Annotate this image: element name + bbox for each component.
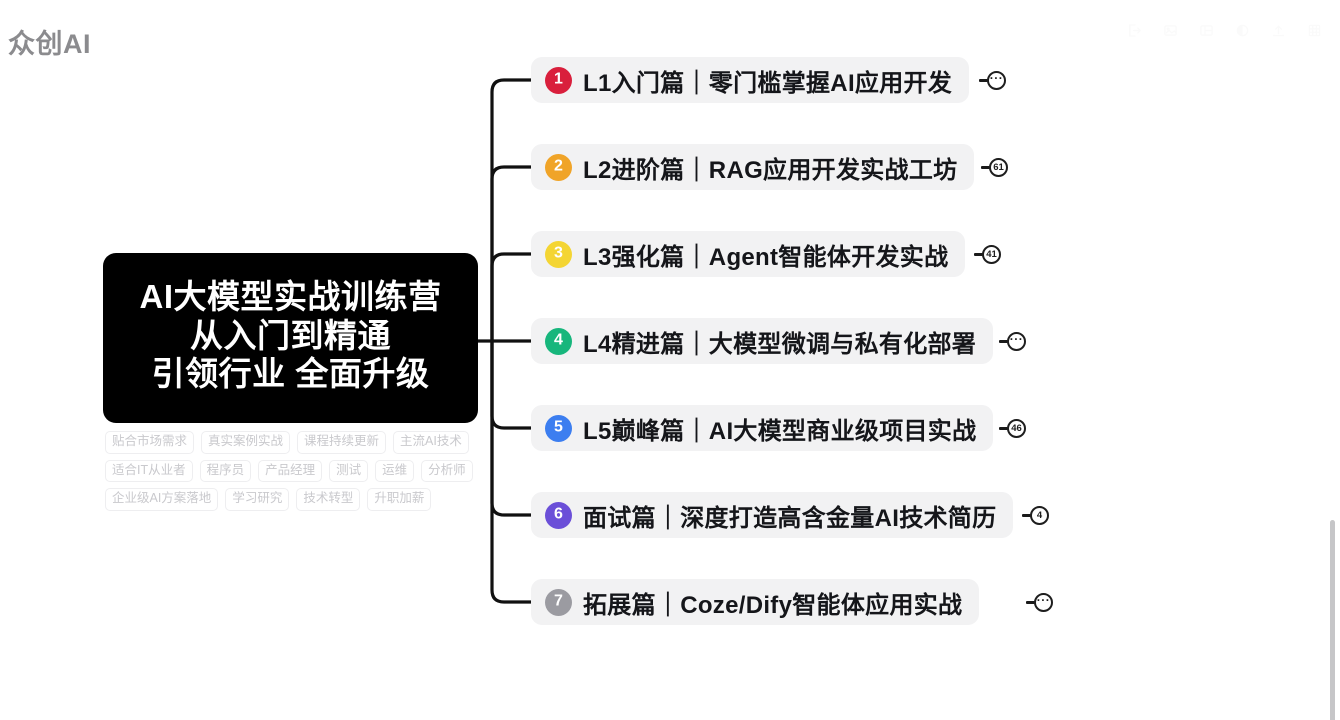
branch-node-7[interactable]: 7 拓展篇｜Coze/Dify智能体应用实战 bbox=[531, 579, 980, 625]
children-count-badge-3[interactable]: 41 bbox=[982, 245, 1001, 264]
branch-label-1: L1入门篇｜零门槛掌握AI应用开发 bbox=[583, 69, 953, 97]
children-count-badge-6[interactable]: 4 bbox=[1030, 506, 1049, 525]
brand-logo: 众创AI bbox=[8, 29, 91, 59]
image-icon[interactable] bbox=[1158, 18, 1182, 42]
collapse-toggle-4[interactable]: ··· bbox=[999, 332, 1026, 351]
branch-label-3: L3强化篇｜Agent智能体开发实战 bbox=[583, 243, 949, 271]
children-count-badge-7[interactable]: ··· bbox=[1034, 593, 1053, 612]
connector-stub bbox=[1026, 601, 1035, 604]
tag-item[interactable]: 程序员 bbox=[199, 459, 252, 483]
tag-item[interactable]: 产品经理 bbox=[258, 459, 323, 483]
branch-label-5: L5巅峰篇｜AI大模型商业级项目实战 bbox=[583, 417, 977, 445]
children-count-badge-5[interactable]: 46 bbox=[1007, 419, 1026, 438]
tag-item[interactable]: 运维 bbox=[375, 459, 415, 483]
branch-node-4[interactable]: 4 L4精进篇｜大模型微调与私有化部署 bbox=[531, 318, 994, 364]
branch-node-2[interactable]: 2 L2进阶篇｜RAG应用开发实战工坊 bbox=[531, 144, 975, 190]
children-count-badge-2[interactable]: 61 bbox=[989, 158, 1008, 177]
tag-item[interactable]: 技术转型 bbox=[296, 488, 361, 511]
tag-row: 企业级AI方案落地 学习研究 技术转型 升职加薪 bbox=[105, 488, 487, 511]
tag-item[interactable]: 贴合市场需求 bbox=[105, 431, 195, 454]
vertical-scrollbar-track[interactable] bbox=[1330, 255, 1338, 720]
children-count-badge-1[interactable]: ··· bbox=[987, 71, 1006, 90]
branch-label-7: 拓展篇｜Coze/Dify智能体应用实战 bbox=[583, 591, 963, 619]
collapse-toggle-2[interactable]: 61 bbox=[981, 158, 1008, 177]
tag-item[interactable]: 真实案例实战 bbox=[201, 431, 291, 454]
branch-badge-3: 3 bbox=[545, 240, 572, 268]
share-icon[interactable] bbox=[1266, 18, 1290, 42]
tag-item[interactable]: 适合IT从业者 bbox=[105, 459, 193, 483]
branch-badge-1: 1 bbox=[545, 66, 572, 94]
branch-node-1[interactable]: 1 L1入门篇｜零门槛掌握AI应用开发 bbox=[531, 57, 970, 103]
branch-badge-7: 7 bbox=[545, 588, 572, 616]
tag-item[interactable]: 升职加薪 bbox=[367, 488, 432, 511]
collapse-toggle-5[interactable]: 46 bbox=[999, 419, 1026, 438]
root-title-line-1: AI大模型实战训练营 bbox=[139, 278, 442, 316]
branch-badge-6: 6 bbox=[545, 501, 572, 529]
branch-label-4: L4精进篇｜大模型微调与私有化部署 bbox=[583, 330, 977, 358]
branch-label-2: L2进阶篇｜RAG应用开发实战工坊 bbox=[583, 156, 958, 184]
grid-icon[interactable] bbox=[1302, 18, 1326, 42]
connector-stub bbox=[974, 253, 983, 256]
connector-stub bbox=[1022, 514, 1031, 517]
tag-item[interactable]: 分析师 bbox=[421, 459, 473, 483]
tag-item[interactable]: 课程持续更新 bbox=[297, 431, 387, 454]
branch-badge-5: 5 bbox=[545, 414, 572, 442]
vertical-scrollbar-thumb[interactable] bbox=[1330, 520, 1335, 720]
top-bar: 众创AI bbox=[0, 0, 1340, 64]
branch-node-5[interactable]: 5 L5巅峰篇｜AI大模型商业级项目实战 bbox=[531, 405, 994, 451]
connector-stub bbox=[999, 340, 1008, 343]
connector-stub bbox=[979, 79, 988, 82]
connector-stub bbox=[981, 166, 990, 169]
root-node[interactable]: AI大模型实战训练营 从入门到精通 引领行业 全面升级 贴合市场需求 真实案例实… bbox=[103, 253, 478, 517]
collapse-toggle-3[interactable]: 41 bbox=[974, 245, 1001, 264]
tag-row: 贴合市场需求 真实案例实战 课程持续更新 主流AI技术 bbox=[105, 431, 487, 454]
collapse-toggle-7[interactable]: ··· bbox=[1026, 593, 1053, 612]
collapse-toggle-1[interactable]: ··· bbox=[979, 71, 1006, 90]
tag-item[interactable]: 测试 bbox=[329, 459, 369, 483]
tag-row: 适合IT从业者 程序员 产品经理 测试 运维 分析师 bbox=[105, 459, 487, 483]
branch-node-6[interactable]: 6 面试篇｜深度打造高含金量AI技术简历 bbox=[531, 492, 1014, 538]
tag-item[interactable]: 企业级AI方案落地 bbox=[105, 488, 219, 511]
connector-stub bbox=[999, 427, 1008, 430]
branch-label-6: 面试篇｜深度打造高含金量AI技术简历 bbox=[583, 504, 997, 532]
tag-item[interactable]: 学习研究 bbox=[225, 488, 290, 511]
theme-icon[interactable] bbox=[1230, 18, 1254, 42]
layout-icon[interactable] bbox=[1194, 18, 1218, 42]
export-icon[interactable] bbox=[1122, 18, 1146, 42]
root-title-line-3: 引领行业 全面升级 bbox=[151, 355, 430, 393]
root-title-line-2: 从入门到精通 bbox=[190, 316, 391, 354]
root-tag-list: 贴合市场需求 真实案例实战 课程持续更新 主流AI技术 适合IT从业者 程序员 … bbox=[103, 431, 487, 511]
branch-badge-2: 2 bbox=[545, 153, 572, 181]
toolbar bbox=[1122, 18, 1326, 42]
collapse-toggle-6[interactable]: 4 bbox=[1022, 506, 1049, 525]
branch-node-3[interactable]: 3 L3强化篇｜Agent智能体开发实战 bbox=[531, 231, 966, 277]
children-count-badge-4[interactable]: ··· bbox=[1007, 332, 1026, 351]
branch-badge-4: 4 bbox=[545, 327, 572, 355]
tag-item[interactable]: 主流AI技术 bbox=[393, 431, 469, 454]
root-card[interactable]: AI大模型实战训练营 从入门到精通 引领行业 全面升级 bbox=[103, 253, 478, 423]
